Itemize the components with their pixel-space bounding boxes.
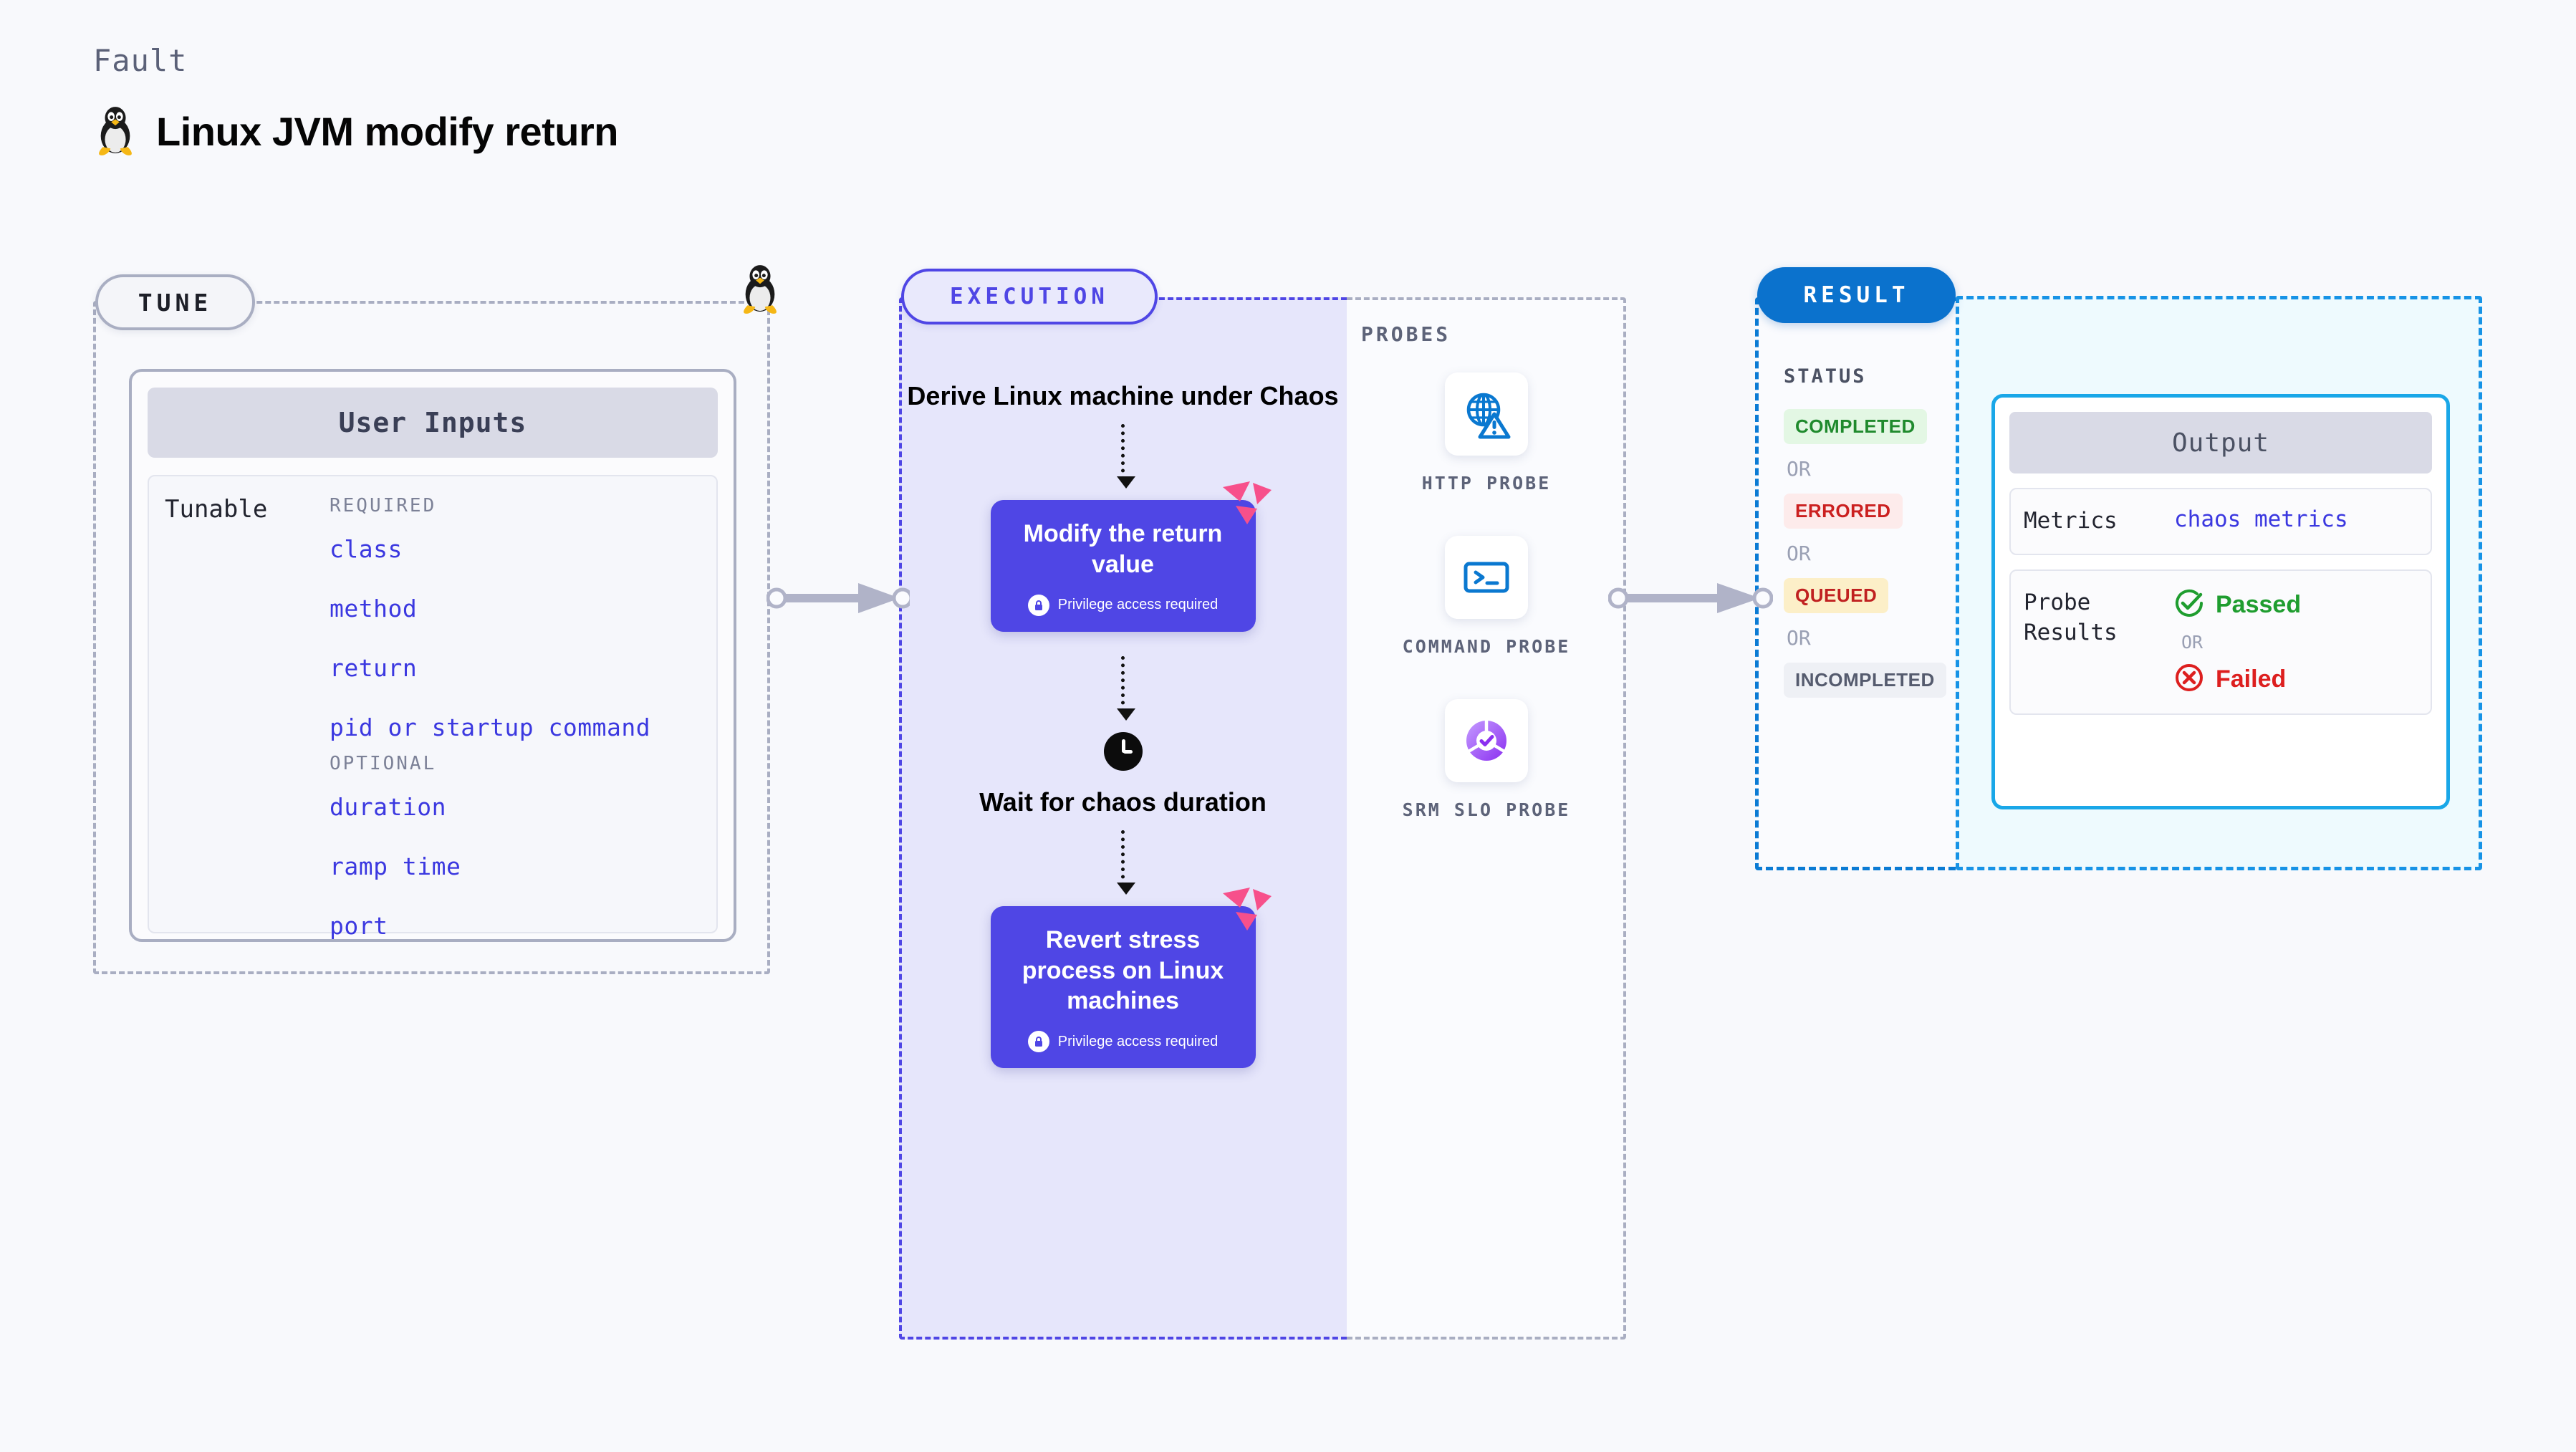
output-card: Output Metrics chaos metrics Probe Resul…	[1991, 394, 2450, 809]
probe-results-row: Probe Results Passed OR	[2009, 569, 2432, 715]
tune-stage-badge[interactable]: TUNE	[95, 274, 255, 330]
execution-stage-badge[interactable]: EXECUTION	[901, 269, 1158, 324]
clock-icon	[1102, 731, 1144, 776]
probes-label: PROBES	[1361, 322, 1451, 346]
privilege-text: Privilege access required	[1057, 597, 1219, 613]
probe-item-command[interactable]: COMMAND PROBE	[1402, 535, 1571, 659]
status-label: STATUS	[1784, 365, 1867, 388]
privilege-note: Privilege access required	[1004, 594, 1243, 616]
flow-arrow-down-icon	[1117, 830, 1135, 895]
status-badge-errored: ERRORED	[1784, 494, 1903, 529]
lock-icon	[1027, 1031, 1049, 1053]
privilege-note: Privilege access required	[1004, 1031, 1243, 1053]
tunable-item[interactable]: class	[330, 535, 403, 563]
probes-panel	[1347, 297, 1626, 1340]
or-separator: OR	[2181, 631, 2203, 653]
page-header: Fault Linux JVM modify return	[93, 43, 619, 157]
connector-execution-to-result	[1607, 582, 1774, 618]
step-modify-return-value[interactable]: Modify the return value Privilege access…	[990, 481, 1272, 632]
status-badge-queued: QUEUED	[1784, 578, 1889, 613]
step-title: Modify the return value	[1023, 520, 1223, 578]
probe-item-srm-slo[interactable]: SRM SLO PROBE	[1402, 698, 1571, 822]
flow-step-derive: Derive Linux machine under Chaos	[907, 381, 1339, 410]
tune-panel	[93, 301, 770, 974]
tunable-item[interactable]: pid or startup command	[330, 713, 651, 741]
probe-results-values: Passed OR Failed	[2174, 588, 2301, 696]
tunable-list: REQUIRED class method return pid or star…	[330, 495, 709, 940]
result-stage-badge[interactable]: RESULT	[1757, 267, 1956, 323]
page-title-row: Linux JVM modify return	[93, 105, 619, 157]
terminal-icon	[1444, 535, 1528, 619]
execution-flow: Derive Linux machine under Chaos Modify …	[899, 297, 1347, 1340]
probe-item-http[interactable]: HTTP PROBE	[1422, 372, 1552, 496]
eyebrow-label: Fault	[93, 43, 188, 78]
probe-list: HTTP PROBE COMMAND PROBE	[1347, 372, 1626, 822]
failed-label: Failed	[2216, 665, 2287, 693]
output-card-title: Output	[2009, 412, 2432, 473]
privilege-text: Privilege access required	[1057, 1033, 1219, 1049]
x-circle-icon	[2174, 663, 2204, 696]
metrics-value[interactable]: chaos metrics	[2174, 506, 2348, 532]
user-inputs-title: User Inputs	[148, 388, 718, 458]
group-caption-required: REQUIRED	[330, 495, 437, 516]
tunable-label: Tunable	[165, 495, 268, 524]
slo-donut-check-icon	[1444, 698, 1528, 782]
probe-label: SRM SLO PROBE	[1402, 799, 1571, 820]
probe-results-key: Probe Results	[2024, 589, 2118, 645]
or-separator: OR	[1787, 542, 1811, 565]
page-title: Linux JVM modify return	[156, 108, 619, 154]
tunable-item[interactable]: ramp time	[330, 852, 461, 880]
tunable-box: Tunable REQUIRED class method return pid…	[148, 475, 718, 940]
tunable-item[interactable]: duration	[330, 793, 446, 821]
tunable-item[interactable]: method	[330, 595, 418, 622]
step-revert-stress-process[interactable]: Revert stress process on Linux machines …	[990, 887, 1272, 1069]
passed-label: Passed	[2216, 590, 2302, 618]
status-badge-completed: COMPLETED	[1784, 409, 1927, 444]
status-column: STATUS COMPLETED OR ERRORED OR QUEUED OR…	[1784, 365, 1948, 698]
flow-arrow-down-icon	[1117, 424, 1135, 489]
lock-icon	[1027, 594, 1049, 616]
metrics-row: Metrics chaos metrics	[2009, 488, 2432, 555]
metrics-key: Metrics	[2024, 508, 2118, 534]
flow-arrow-down-icon	[1117, 655, 1135, 721]
or-separator: OR	[1787, 457, 1811, 481]
probe-result-failed: Failed	[2174, 663, 2301, 696]
harness-logo-icon	[1221, 886, 1273, 933]
tunable-item[interactable]: port	[330, 912, 388, 940]
step-title: Revert stress process on Linux machines	[1022, 925, 1224, 1015]
harness-logo-icon	[1221, 480, 1273, 527]
tux-penguin-border-icon	[738, 264, 782, 319]
globe-warning-icon	[1444, 372, 1528, 456]
tux-penguin-icon	[93, 105, 138, 157]
flow-step-wait: Wait for chaos duration	[979, 787, 1267, 817]
user-inputs-card: User Inputs Tunable REQUIRED class metho…	[129, 369, 736, 942]
status-badge-incompleted: INCOMPLETED	[1784, 663, 1946, 698]
probe-result-passed: Passed	[2174, 588, 2301, 622]
probe-label: COMMAND PROBE	[1402, 635, 1571, 657]
probe-label: HTTP PROBE	[1421, 473, 1552, 494]
or-separator: OR	[1787, 626, 1811, 650]
group-caption-optional: OPTIONAL	[330, 753, 437, 774]
connector-tune-to-execution	[766, 582, 913, 618]
tunable-item[interactable]: return	[330, 654, 418, 682]
check-circle-icon	[2174, 588, 2204, 622]
